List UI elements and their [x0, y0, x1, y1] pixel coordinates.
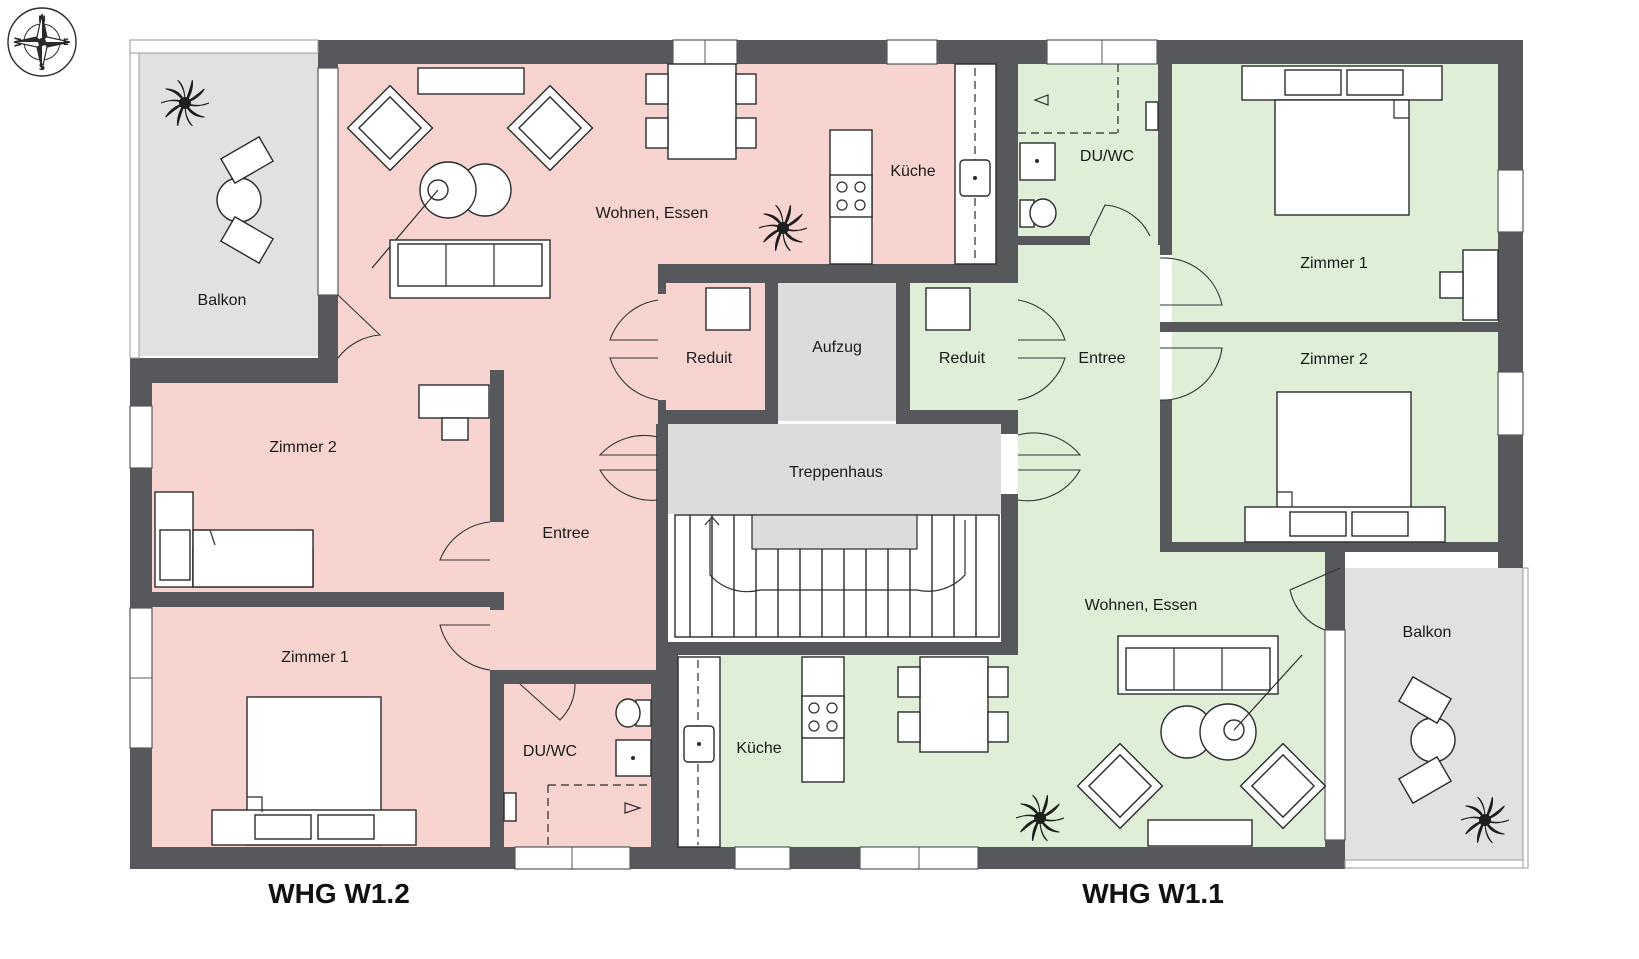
compass-east: E	[63, 38, 69, 48]
label-w11-zimmer1: Zimmer 1	[1300, 255, 1368, 272]
armchair-icon	[346, 84, 434, 172]
bed-icon	[1241, 65, 1443, 216]
label-w11-wohnen: Wohnen, Essen	[1085, 597, 1198, 614]
shower-icon	[1018, 64, 1119, 134]
sofa-icon	[1117, 635, 1279, 695]
stove-icon	[829, 174, 873, 218]
label-w11-zimmer2: Zimmer 2	[1300, 351, 1368, 368]
label-w11-reduit: Reduit	[939, 350, 986, 367]
sink-icon	[615, 739, 652, 777]
w11-furniture	[677, 64, 1510, 848]
sink-icon	[1019, 142, 1056, 181]
sofa-icon	[389, 239, 551, 299]
plant-icon	[758, 204, 808, 252]
armchair-icon	[506, 84, 594, 172]
bed-icon	[211, 696, 417, 846]
desk-icon	[418, 384, 490, 441]
label-w12-duwc: DU/WC	[523, 743, 577, 760]
w12-furniture	[154, 63, 997, 846]
armchair-icon	[1076, 742, 1164, 830]
aufzug-floor	[778, 283, 896, 421]
label-w12-balkon: Balkon	[198, 292, 247, 309]
desk-icon	[1439, 249, 1499, 321]
shower-icon	[547, 784, 651, 845]
toilet-icon	[1019, 198, 1057, 228]
bed-icon	[1244, 391, 1446, 543]
compass-icon: N E S W	[7, 7, 77, 77]
treppenhaus-floor	[668, 424, 1001, 514]
label-w12-entree: Entree	[542, 525, 589, 542]
label-w11-entree: Entree	[1078, 350, 1125, 367]
label-w11-kueche: Küche	[736, 740, 781, 757]
staircase-icon	[674, 514, 1000, 638]
label-treppenhaus: Treppenhaus	[789, 464, 883, 481]
toilet-icon	[615, 698, 652, 728]
stove-icon	[801, 695, 845, 739]
plant-icon	[160, 79, 210, 127]
walls	[130, 40, 1523, 869]
unit-title-w12: WHG W1.2	[268, 878, 410, 909]
plant-icon	[1460, 796, 1510, 844]
label-w12-zimmer2: Zimmer 2	[269, 439, 337, 456]
unit-title-w11: WHG W1.1	[1082, 878, 1224, 909]
label-w11-balkon: Balkon	[1403, 624, 1452, 641]
sink-icon	[683, 725, 715, 763]
plant-icon	[1015, 794, 1065, 842]
label-aufzug: Aufzug	[812, 339, 862, 356]
bed-icon	[154, 491, 314, 588]
label-w12-wohnen: Wohnen, Essen	[596, 205, 709, 222]
compass-west: W	[14, 37, 24, 47]
table-icon	[897, 656, 1009, 753]
compass-north: N	[38, 15, 46, 25]
label-w12-zimmer1: Zimmer 1	[281, 649, 349, 666]
table-icon	[645, 63, 757, 160]
label-w12-reduit: Reduit	[686, 350, 733, 367]
armchair-icon	[1239, 742, 1327, 830]
sink-icon	[959, 159, 991, 197]
compass-south: S	[39, 63, 45, 73]
windows	[129, 39, 1529, 870]
room-labels: Balkon Wohnen, Essen Küche Reduit Zimmer…	[198, 148, 1452, 760]
label-w12-kueche: Küche	[890, 163, 935, 180]
doors	[337, 204, 1341, 721]
label-w11-duwc: DU/WC	[1080, 148, 1134, 165]
